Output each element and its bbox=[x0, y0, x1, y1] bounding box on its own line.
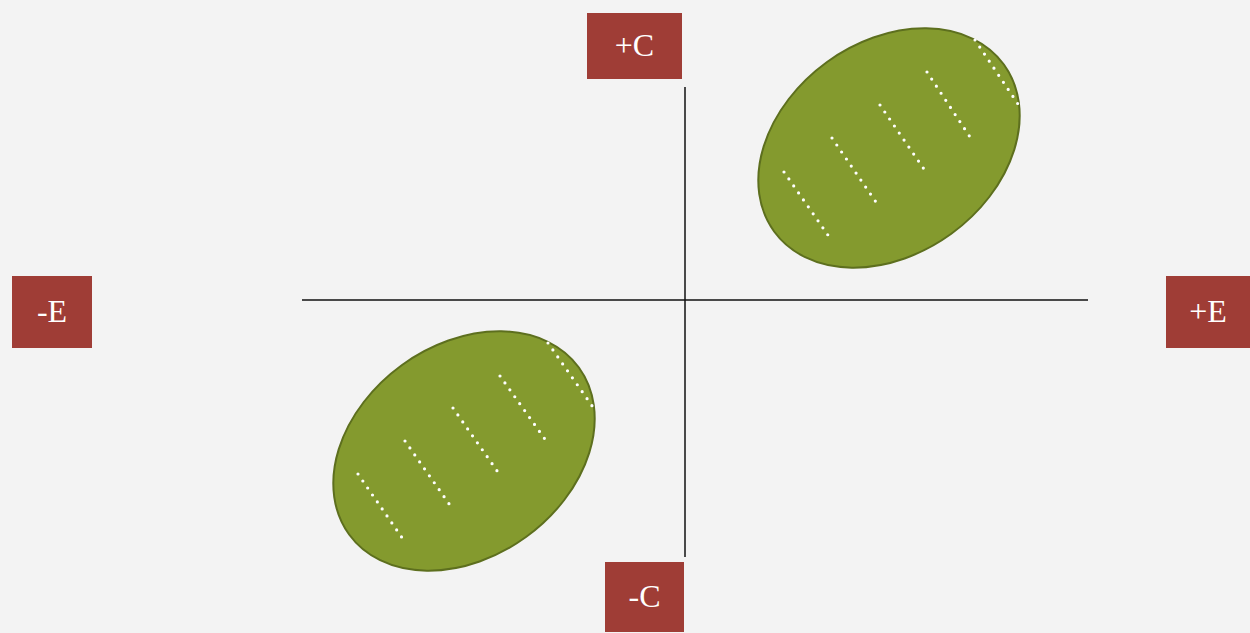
axis-label-box: -E bbox=[12, 276, 92, 348]
vertical-axis bbox=[684, 87, 686, 557]
axis-label-box: +C bbox=[587, 13, 682, 79]
axis-label-box: -C bbox=[605, 562, 684, 632]
axis-label: +C bbox=[615, 28, 654, 63]
axis-label: +E bbox=[1189, 294, 1227, 329]
upper-leaf bbox=[712, 0, 1066, 317]
axis-label: -C bbox=[629, 579, 661, 614]
lower-leaf bbox=[287, 282, 641, 620]
axis-label-box: +E bbox=[1166, 276, 1250, 348]
axis-label: -E bbox=[37, 294, 67, 329]
horizontal-axis bbox=[302, 299, 1088, 301]
